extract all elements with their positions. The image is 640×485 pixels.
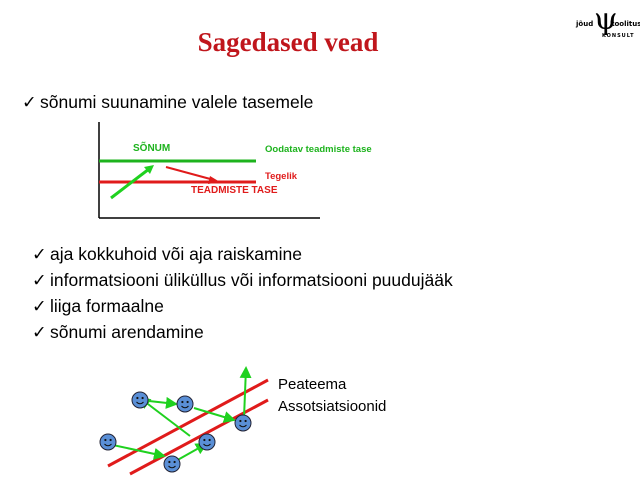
check-icon: ✓ [32,322,47,342]
level-diagram-svg [98,122,320,219]
message-arrow-line [110,167,150,200]
bullet-text: aja kokkuhoid või aja raiskamine [50,244,302,264]
logo-text-3: KONSULT [602,33,635,39]
bullet-text: sõnumi arendamine [50,322,204,342]
smiley-icon [131,391,149,409]
smiley-icon [163,455,181,473]
sonum-label: SÕNUM [133,143,171,154]
bullet-3: ✓liiga formaalne [32,296,164,317]
logo-text-2: koolitus [610,20,640,28]
psi-icon: ψ [594,2,618,37]
bullet-1: ✓aja kokkuhoid või aja raiskamine [32,244,302,265]
smiley-icon [176,395,194,413]
expected-level-label: Oodatav teadmiste tase [265,144,372,155]
arrow-segment [193,407,236,423]
slide-title: Sagedased vead [197,27,379,57]
bullet-text: sõnumi suunamine valele tasemele [40,92,314,112]
smiley-icon [234,414,252,432]
associations-label: Assotsiatsioonid [278,398,387,415]
level-diagram: SÕNUM Oodatav teadmiste tase Tegelik TEA… [90,120,430,220]
bullet-wrong-level: ✓sõnumi suunamine valele tasemele [22,92,313,113]
smiley-icon [198,433,216,451]
company-logo: jõud ψ koolitus KONSULT [572,2,640,44]
bullet-4: ✓sõnumi arendamine [32,322,204,343]
bullet-text: liiga formaalne [50,296,164,316]
arrow-segment [107,443,166,460]
arrow-segment [239,366,252,419]
check-icon: ✓ [32,244,47,264]
actual-arrow-line [165,166,215,181]
actual-label: Tegelik [265,171,298,182]
main-topic-label: Peateema [278,376,347,393]
bullet-text: informatsiooni üliküllus või informatsio… [50,270,453,290]
knowledge-level-label: TEADMISTE TASE [191,185,278,196]
check-icon: ✓ [22,92,37,112]
bullet-2: ✓informatsiooni üliküllus või informatsi… [32,270,453,291]
smiley-icon [99,433,117,451]
arrow-segment [138,396,191,437]
check-icon: ✓ [32,296,47,316]
check-icon: ✓ [32,270,47,290]
message-arrow-head [144,165,154,174]
faces-layer [99,391,252,473]
main-topic-line [107,378,269,468]
actual-arrow-head [208,176,220,184]
logo-text-1: jõud [576,20,594,28]
